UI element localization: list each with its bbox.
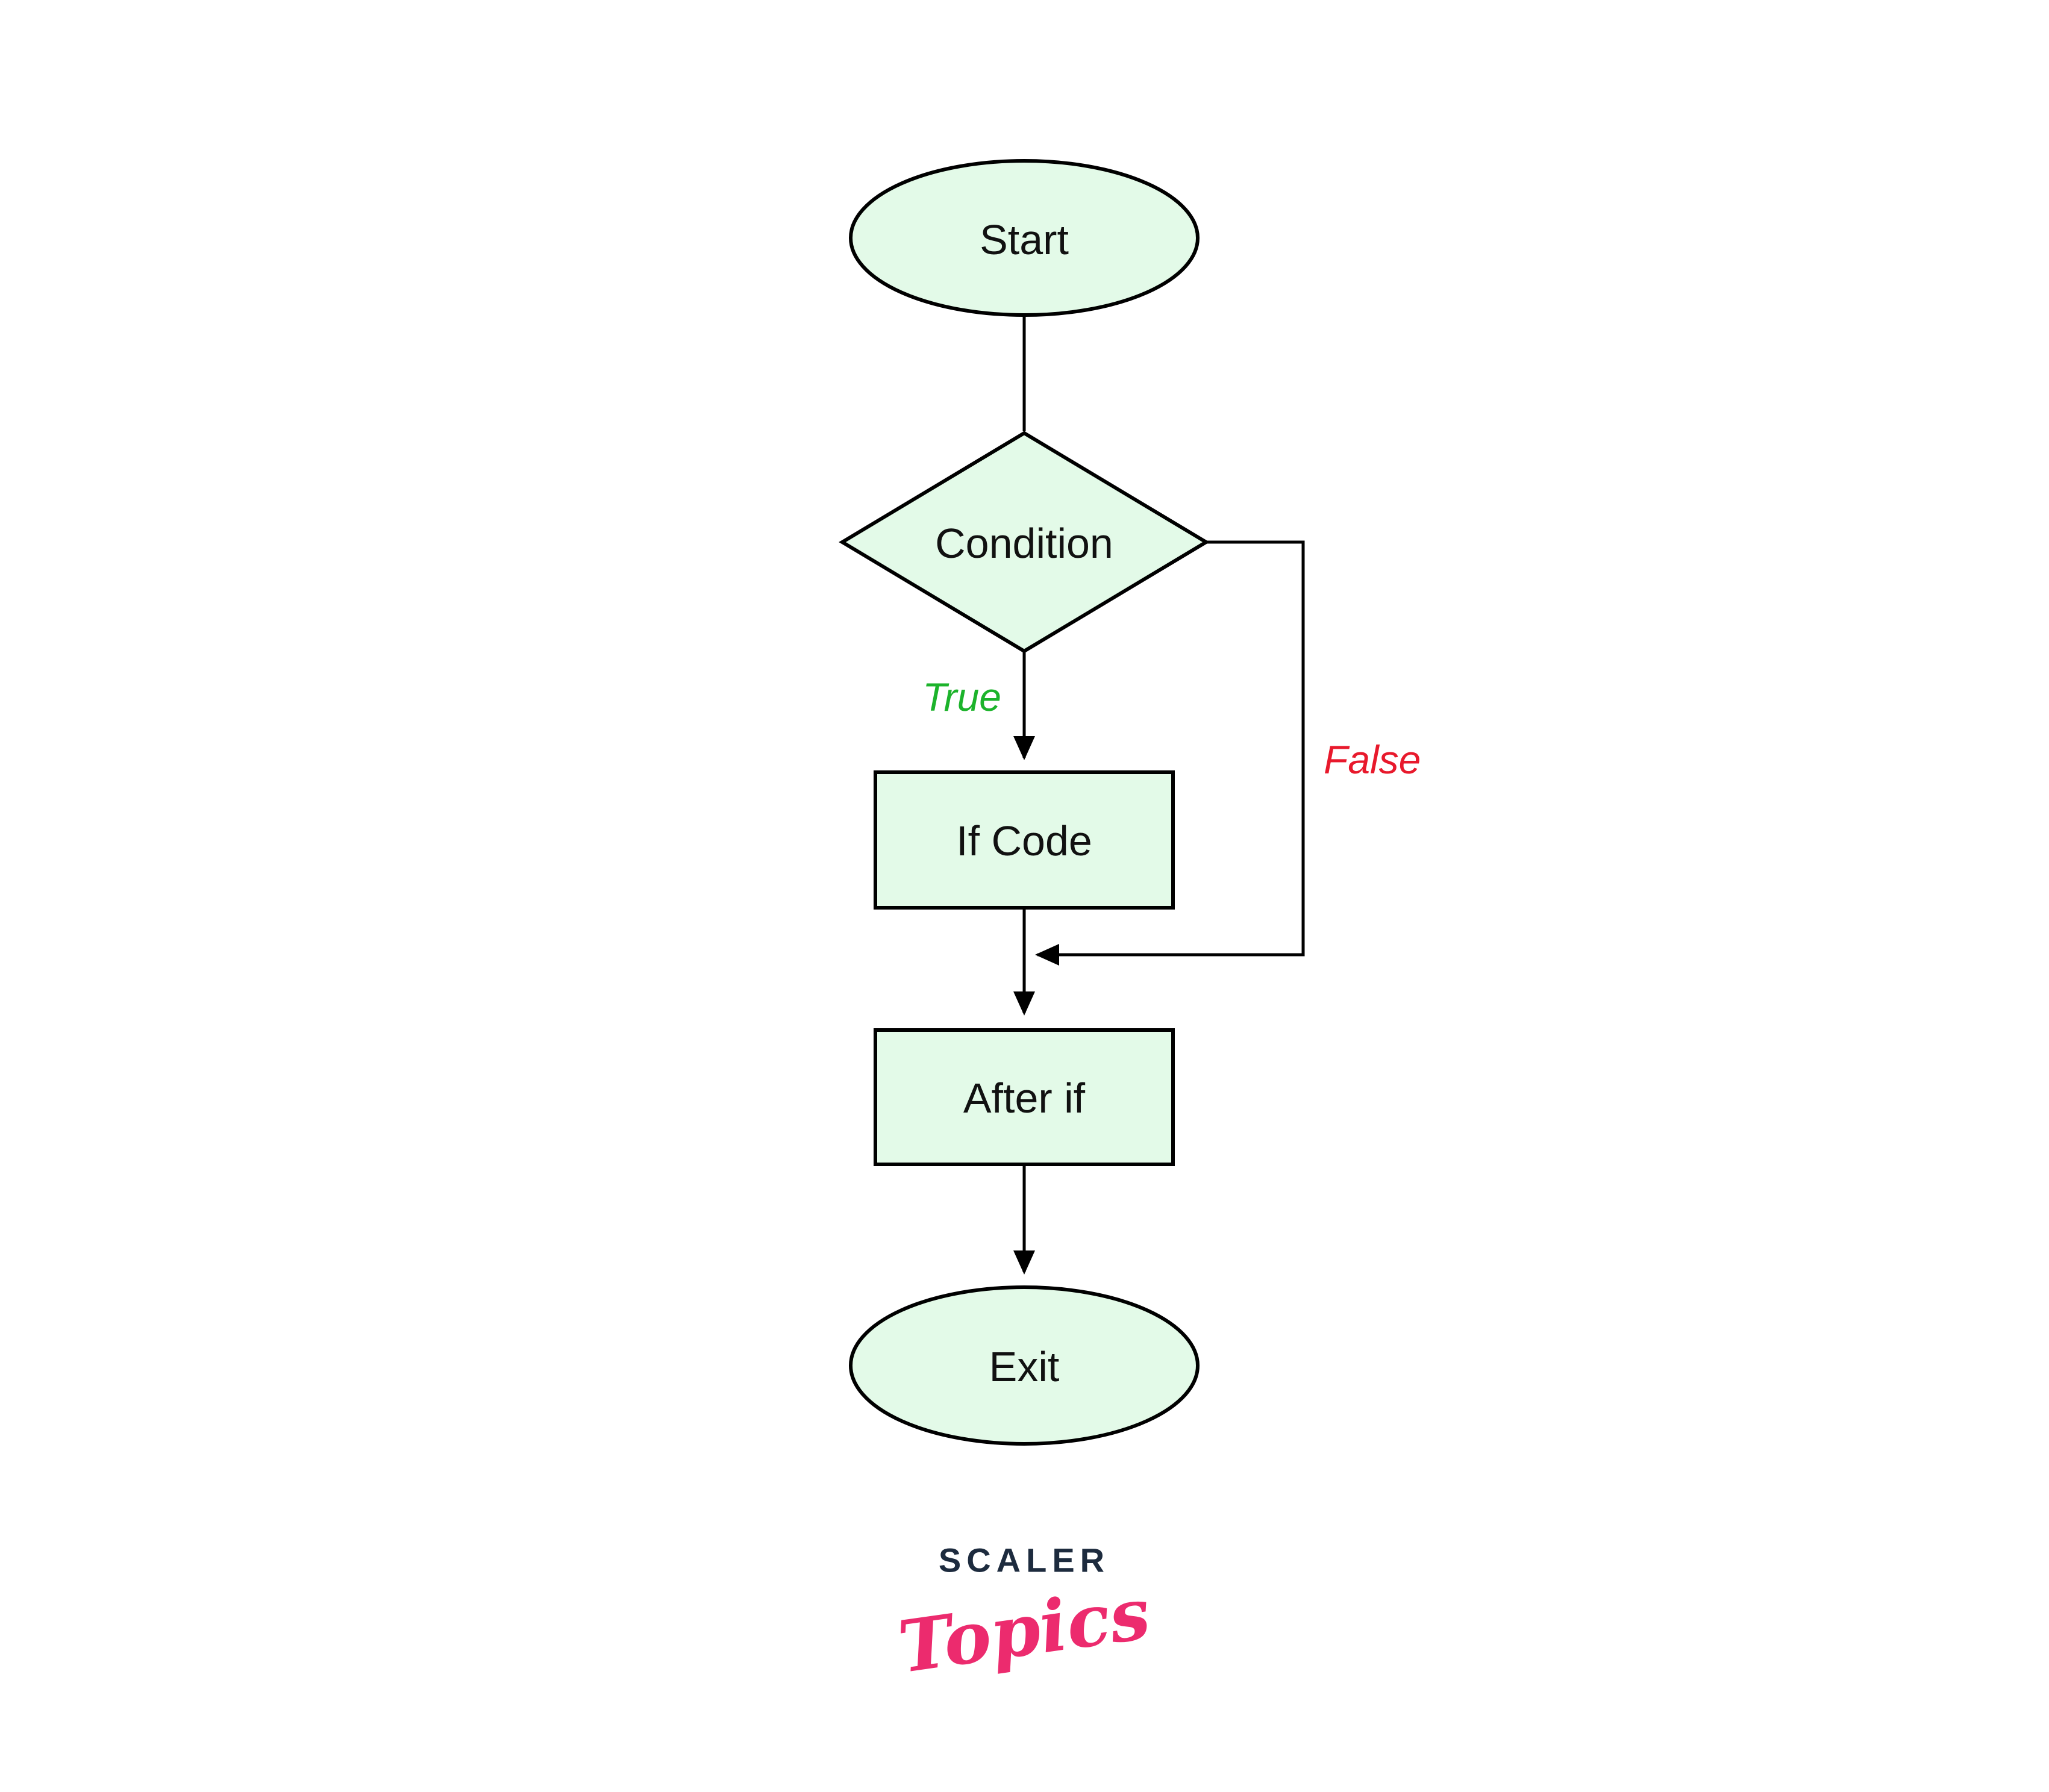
edges — [1013, 315, 1305, 1275]
exit-node-label: Exit — [989, 1343, 1060, 1390]
if-code-node-label: If Code — [956, 817, 1092, 864]
condition-node-shape — [839, 431, 1210, 654]
exit-node-shape — [849, 1285, 1200, 1446]
true-branch-label: True — [922, 675, 1001, 719]
logo-sub-text: Topics — [893, 1571, 1155, 1689]
after-if-node-label: After if — [963, 1075, 1086, 1122]
branch-labels: True False — [922, 675, 1421, 782]
nodes: Start Condition If Code After if Exit — [839, 159, 1210, 1446]
start-node-label: Start — [980, 216, 1069, 263]
if-code-node-shape — [874, 770, 1175, 910]
scaler-topics-logo: SCALER Topics — [893, 1541, 1155, 1689]
logo-brand-text: SCALER — [939, 1541, 1110, 1579]
false-branch-label: False — [1324, 737, 1421, 782]
start-node-shape — [849, 159, 1200, 317]
edge-condition-false-bypass — [1035, 540, 1305, 966]
after-if-node-shape — [874, 1028, 1175, 1166]
condition-node-label: Condition — [935, 520, 1113, 567]
